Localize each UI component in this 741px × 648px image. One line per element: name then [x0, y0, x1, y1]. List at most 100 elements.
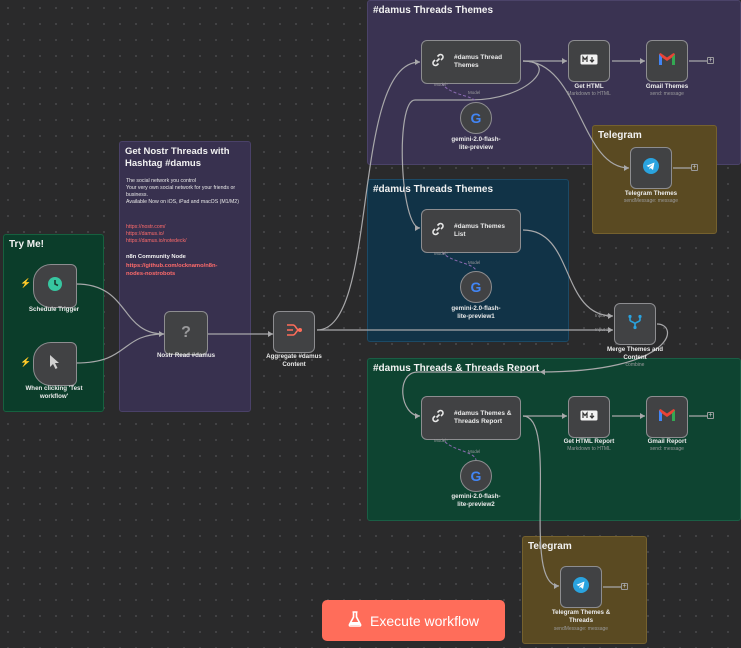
port-label-model: Model: [468, 90, 481, 95]
add-node-button[interactable]: +: [691, 164, 698, 171]
edge-aggregate-themes: [316, 61, 421, 331]
node-subtitle: send: message: [650, 91, 684, 97]
node-label: Gmail Themes: [645, 83, 689, 90]
add-node-button[interactable]: +: [621, 583, 628, 590]
question-icon: ?: [181, 324, 191, 341]
node-label: When clicking 'Test workflow': [25, 385, 83, 400]
node-inline-label: #damus Themes & Threads Report: [454, 410, 512, 425]
node-label: Gmail Report: [647, 438, 687, 445]
google-g-icon: G: [470, 110, 482, 126]
node-damus-themes-list[interactable]: #damus Themes List: [421, 209, 521, 253]
node-merge[interactable]: [614, 303, 656, 345]
flask-icon: [348, 611, 362, 630]
note-community-heading: n8n Community Node: [126, 254, 186, 260]
google-g-icon: G: [470, 279, 482, 295]
link-chain-icon: [430, 408, 446, 429]
node-get-html-report[interactable]: [568, 396, 610, 438]
edge-manual-nostr: [75, 333, 165, 364]
edge-merge-report: [402, 323, 669, 417]
edge-model-1: [440, 77, 477, 103]
add-node-button[interactable]: +: [707, 412, 714, 419]
note-links[interactable]: https://nostr.com/ https://damus.io/ htt…: [126, 224, 187, 244]
note-community-link[interactable]: https://github.com/ocknamo/n8n- nodes-no…: [126, 263, 218, 277]
edge-report-telegram: [522, 415, 560, 587]
sticky-telegram-1[interactable]: Telegram: [592, 125, 717, 234]
node-nostr-read[interactable]: ?: [164, 311, 208, 355]
sticky-title: Telegram: [528, 541, 572, 552]
execute-workflow-label: Execute workflow: [370, 612, 479, 629]
node-aggregate[interactable]: [273, 311, 315, 353]
node-inline-label: #damus Themes List: [454, 223, 505, 238]
node-damus-thread-themes[interactable]: #damus Thread Themes: [421, 40, 521, 84]
sticky-get-nostr[interactable]: Get Nostr Threads with Hashtag #damus Th…: [119, 141, 251, 412]
node-label: Aggregate #damus Content: [266, 353, 322, 368]
node-gemini-2[interactable]: G: [460, 271, 492, 303]
sticky-title: #damus Threads Themes: [373, 184, 494, 195]
node-label: Schedule Trigger: [28, 306, 80, 313]
sticky-themes-list[interactable]: #damus Threads Themes: [367, 179, 569, 342]
execute-workflow-button[interactable]: Execute workflow: [322, 600, 505, 641]
telegram-icon: [573, 576, 589, 598]
link-chain-icon: [430, 52, 446, 73]
node-label: gemini-2.0-flash- lite-preview2: [451, 493, 501, 508]
node-subtitle: Markdown to HTML: [567, 91, 611, 97]
port-label-model: Model: [468, 449, 481, 454]
node-gmail-themes[interactable]: [646, 40, 688, 82]
node-manual-trigger[interactable]: [33, 342, 77, 386]
sticky-title: Get Nostr Threads with Hashtag #damus: [125, 146, 230, 169]
node-label: Get HTML Report: [563, 438, 615, 445]
sticky-title: Telegram: [598, 130, 642, 141]
port-label-model-star: Model*: [434, 251, 449, 256]
edge-list-merge: [522, 229, 614, 317]
sticky-title: #damus Threads & Threads Report: [373, 363, 540, 374]
node-label: Telegram Themes: [624, 190, 678, 197]
add-node-button[interactable]: +: [707, 57, 714, 64]
port-label-model-star: Model*: [434, 82, 449, 87]
edge-themes-list: [401, 60, 540, 229]
node-label: Nostr Read #damus: [156, 352, 216, 359]
node-gmail-report[interactable]: [646, 396, 688, 438]
clock-icon: [47, 276, 63, 297]
node-subtitle: combine: [625, 362, 645, 368]
node-subtitle: Markdown to HTML: [567, 446, 611, 452]
edge-model-2: [440, 246, 477, 272]
node-gemini-3[interactable]: G: [460, 460, 492, 492]
merge-icon: [627, 314, 643, 335]
node-telegram-themes[interactable]: [630, 147, 672, 189]
aggregate-icon: [285, 322, 303, 343]
node-label: gemini-2.0-flash- lite-preview: [451, 136, 501, 151]
telegram-icon: [643, 157, 659, 179]
markdown-icon: [580, 52, 598, 70]
markdown-icon: [580, 408, 598, 426]
trigger-bolt-icon: ⚡: [20, 278, 32, 288]
node-get-html[interactable]: [568, 40, 610, 82]
gmail-icon: [658, 408, 676, 427]
google-g-icon: G: [470, 468, 482, 484]
sticky-title: #damus Threads Themes: [373, 5, 494, 16]
sticky-title: Try Me!: [9, 239, 45, 250]
node-inline-label: #damus Thread Themes: [454, 54, 503, 69]
link-chain-icon: [430, 221, 446, 242]
node-subtitle: sendMessage: message: [553, 626, 609, 632]
port-label-model: Model: [468, 260, 481, 265]
cursor-icon: [48, 354, 62, 375]
note-body-text: The social network you control Your very…: [126, 178, 239, 205]
node-damus-themes-report[interactable]: #damus Themes & Threads Report: [421, 396, 521, 440]
edge-themes-telegram: [522, 60, 630, 169]
node-gemini-1[interactable]: G: [460, 102, 492, 134]
node-subtitle: send: message: [650, 446, 684, 452]
port-label-input-2: Input 2: [595, 327, 609, 332]
node-schedule-trigger[interactable]: [33, 264, 77, 308]
node-label: Get HTML: [574, 83, 604, 90]
node-label: Merge Themes and Content: [606, 346, 664, 361]
trigger-bolt-icon: ⚡: [20, 357, 32, 367]
node-label: gemini-2.0-flash- lite-preview1: [451, 305, 501, 320]
gmail-icon: [658, 52, 676, 71]
node-telegram-report[interactable]: [560, 566, 602, 608]
node-subtitle: sendMessage: message: [623, 198, 679, 204]
node-label: Telegram Themes & Threads: [551, 609, 611, 624]
port-label-model-star: Model*: [434, 438, 449, 443]
port-label-input-1: Input 1: [595, 313, 609, 318]
edge-schedule-nostr: [75, 283, 165, 335]
